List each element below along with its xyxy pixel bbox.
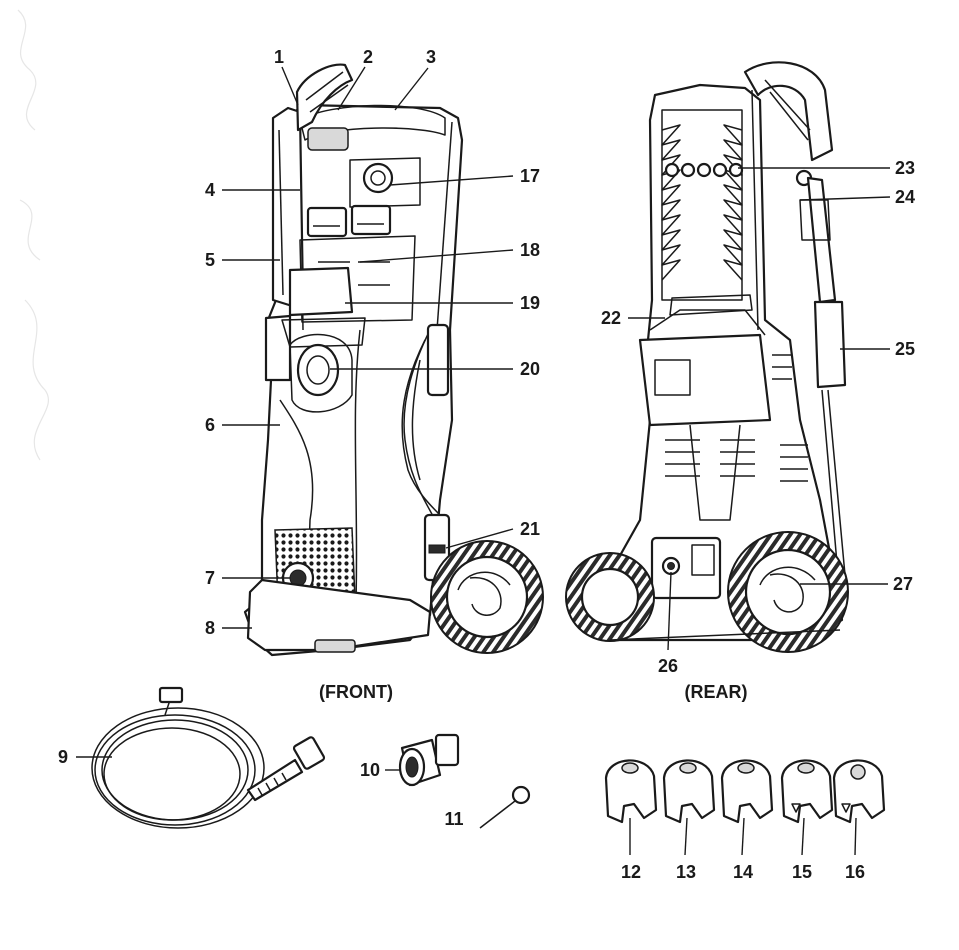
rear-view-illustration xyxy=(565,61,849,653)
nozzles-illustration xyxy=(604,759,886,824)
callout-5: 5 xyxy=(205,250,215,270)
cleaning-tool-illustration xyxy=(479,785,531,829)
callout-10: 10 xyxy=(360,760,380,780)
callout-4: 4 xyxy=(205,180,215,200)
callout-11: 11 xyxy=(444,809,463,829)
callout-3: 3 xyxy=(426,47,436,67)
rear-caption: (REAR) xyxy=(685,682,748,702)
adapter-illustration xyxy=(398,733,460,787)
callout-16: 16 xyxy=(845,862,865,882)
callout-21: 21 xyxy=(520,519,540,539)
front-caption: (FRONT) xyxy=(319,682,393,702)
callout-6: 6 xyxy=(205,415,215,435)
callout-20: 20 xyxy=(520,359,540,379)
callout-1: 1 xyxy=(274,47,284,67)
callout-7: 7 xyxy=(205,568,215,588)
callout-26: 26 xyxy=(658,656,678,676)
callout-19: 19 xyxy=(520,293,540,313)
margin-marks xyxy=(17,9,50,461)
callout-22: 22 xyxy=(601,308,621,328)
callout-25: 25 xyxy=(895,339,915,359)
callout-2: 2 xyxy=(363,47,373,67)
callout-13: 13 xyxy=(676,862,696,882)
leader-lines xyxy=(76,66,891,856)
front-view-illustration xyxy=(243,63,544,657)
callout-15: 15 xyxy=(792,862,812,882)
callout-8: 8 xyxy=(205,618,215,638)
callout-27: 27 xyxy=(893,574,913,594)
callout-23: 23 xyxy=(895,158,915,178)
callout-14: 14 xyxy=(733,862,753,882)
callout-12: 12 xyxy=(621,862,641,882)
callout-18: 18 xyxy=(520,240,540,260)
callout-17: 17 xyxy=(520,166,540,186)
callout-9: 9 xyxy=(58,747,68,767)
hose-illustration xyxy=(91,686,326,829)
callout-24: 24 xyxy=(895,187,915,207)
callout-numbers: 1 2 3 4 5 6 7 8 9 10 11 12 13 14 15 16 1… xyxy=(58,47,915,882)
